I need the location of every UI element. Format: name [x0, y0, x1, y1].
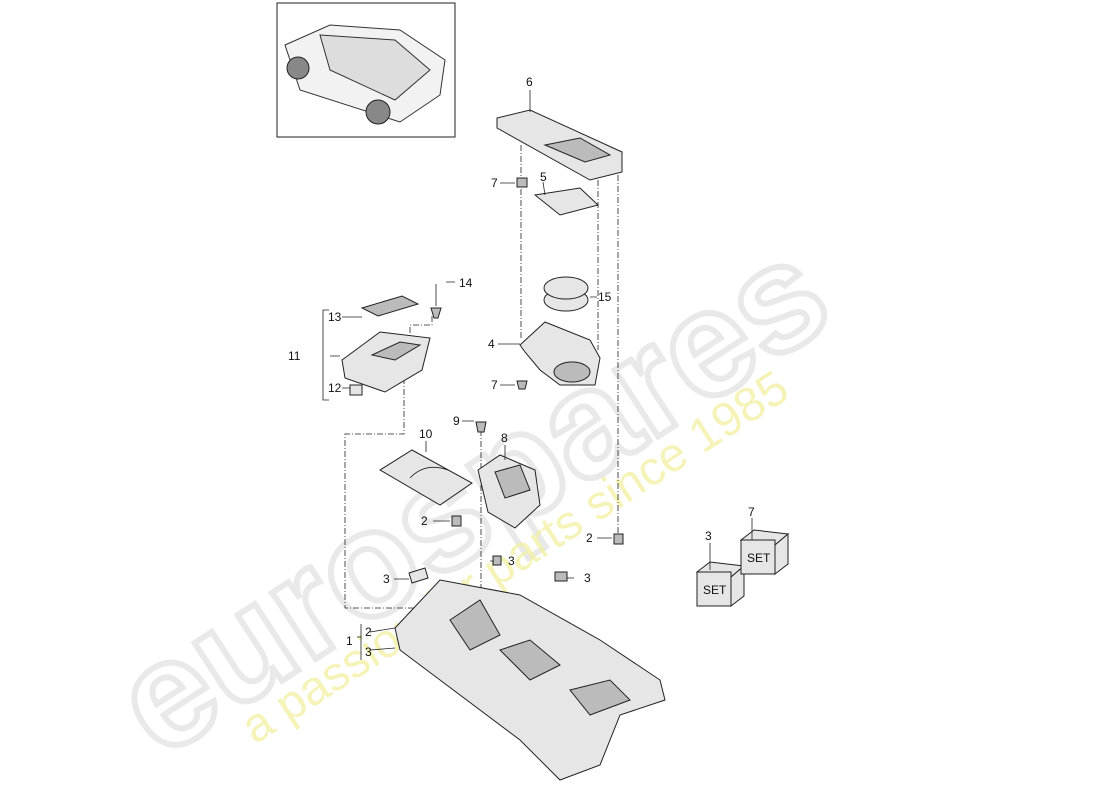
set-label: SET: [747, 551, 771, 565]
callout-4: 4: [488, 337, 495, 351]
callout-1: 1: [346, 634, 353, 648]
callout-7: 7: [491, 378, 498, 392]
set-label: SET: [703, 583, 727, 597]
callout-2: 2: [586, 531, 593, 545]
callout-3: 3: [508, 554, 515, 568]
callout-1-3: 3: [365, 645, 372, 659]
callout-1-2: 2: [365, 625, 372, 639]
set-box-7: SET: [739, 529, 790, 576]
callout-2: 2: [421, 514, 428, 528]
callout-7: 7: [491, 176, 498, 190]
callout-15: 15: [598, 290, 612, 304]
callout-3: 3: [383, 572, 390, 586]
callout-12: 12: [328, 381, 342, 395]
set-box-3: SET: [695, 561, 746, 608]
callout-14: 14: [459, 276, 473, 290]
callout-10: 10: [419, 427, 433, 441]
set-callout-7: 7: [748, 505, 755, 519]
callout-9: 9: [453, 414, 460, 428]
callout-6: 6: [526, 75, 533, 89]
callout-11: 11: [288, 349, 301, 363]
callout-13: 13: [328, 310, 342, 324]
callout-8: 8: [501, 431, 508, 445]
vehicle-thumbnail: [276, 2, 456, 138]
callout-5: 5: [540, 170, 547, 184]
clip-2a: [451, 515, 462, 527]
set-callout-3: 3: [705, 529, 712, 543]
callout-3: 3: [584, 571, 591, 585]
